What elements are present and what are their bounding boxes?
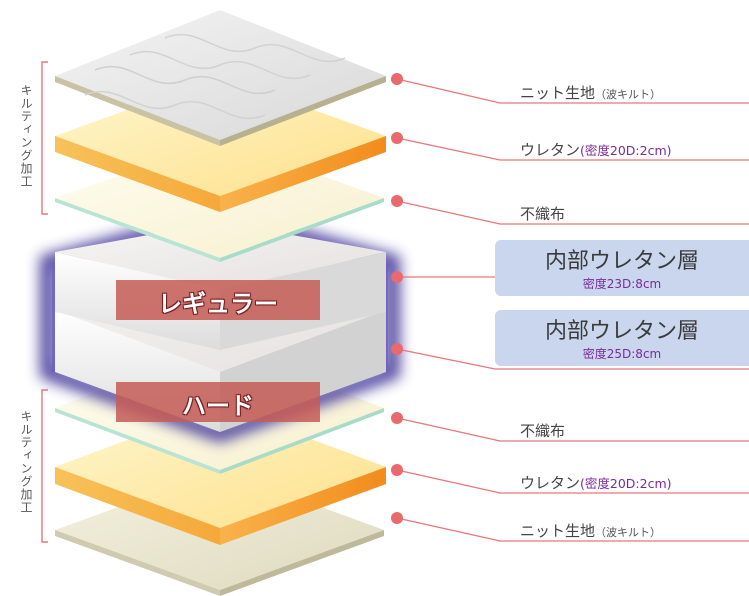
band-regular-label: レギュラー [158, 290, 278, 318]
dot [391, 343, 403, 355]
label-bottom-knit: ニット生地（波キルト） [520, 520, 661, 541]
dot [391, 512, 403, 524]
label-bottom-urethane-sub: (密度20D:2cm) [580, 476, 672, 491]
label-bottom-nonwoven-main: 不織布 [520, 422, 566, 440]
label-core-regular-title: 内部ウレタン層 [544, 249, 699, 274]
bracket-top [41, 61, 48, 215]
side-brackets [41, 61, 48, 543]
label-core-hard: 内部ウレタン層 密度25D:8cm [495, 310, 749, 366]
dot [391, 132, 403, 144]
label-bottom-nonwoven: 不織布 [520, 420, 565, 441]
side-label-bottom: キルティング加工 [19, 410, 33, 514]
label-core-hard-sub: 密度25D:8cm [582, 347, 662, 361]
dot [391, 412, 403, 424]
dot [391, 195, 403, 207]
band-hard: ハード [116, 382, 320, 422]
label-top-knit-main: ニット生地 [520, 84, 596, 102]
dot [391, 271, 403, 283]
band-regular: レギュラー [116, 280, 320, 320]
label-top-nonwoven-main: 不織布 [520, 205, 566, 223]
side-label-top: キルティング加工 [19, 84, 33, 188]
label-top-urethane-main: ウレタン [520, 141, 581, 159]
label-top-nonwoven: 不織布 [520, 203, 565, 224]
label-bottom-urethane-main: ウレタン [520, 474, 581, 492]
dot [391, 73, 403, 85]
label-core-regular: 内部ウレタン層 密度23D:8cm [495, 240, 749, 296]
label-bottom-knit-sub: （波キルト） [595, 526, 662, 539]
label-bottom-knit-main: ニット生地 [520, 522, 596, 540]
dot [391, 464, 403, 476]
label-core-hard-title: 内部ウレタン層 [544, 319, 699, 344]
leader-lines [396, 78, 749, 542]
label-top-urethane: ウレタン(密度20D:2cm) [520, 139, 672, 160]
label-core-regular-sub: 密度23D:8cm [582, 277, 662, 291]
label-top-knit: ニット生地（波キルト） [520, 82, 661, 103]
leader-dots [391, 73, 403, 524]
layer-top-knit [55, 10, 386, 146]
label-top-knit-sub: （波キルト） [595, 88, 662, 101]
band-hard-label: ハード [182, 392, 254, 420]
label-top-urethane-sub: (密度20D:2cm) [580, 143, 672, 158]
bracket-bottom [41, 389, 48, 543]
label-bottom-urethane: ウレタン(密度20D:2cm) [520, 472, 672, 493]
